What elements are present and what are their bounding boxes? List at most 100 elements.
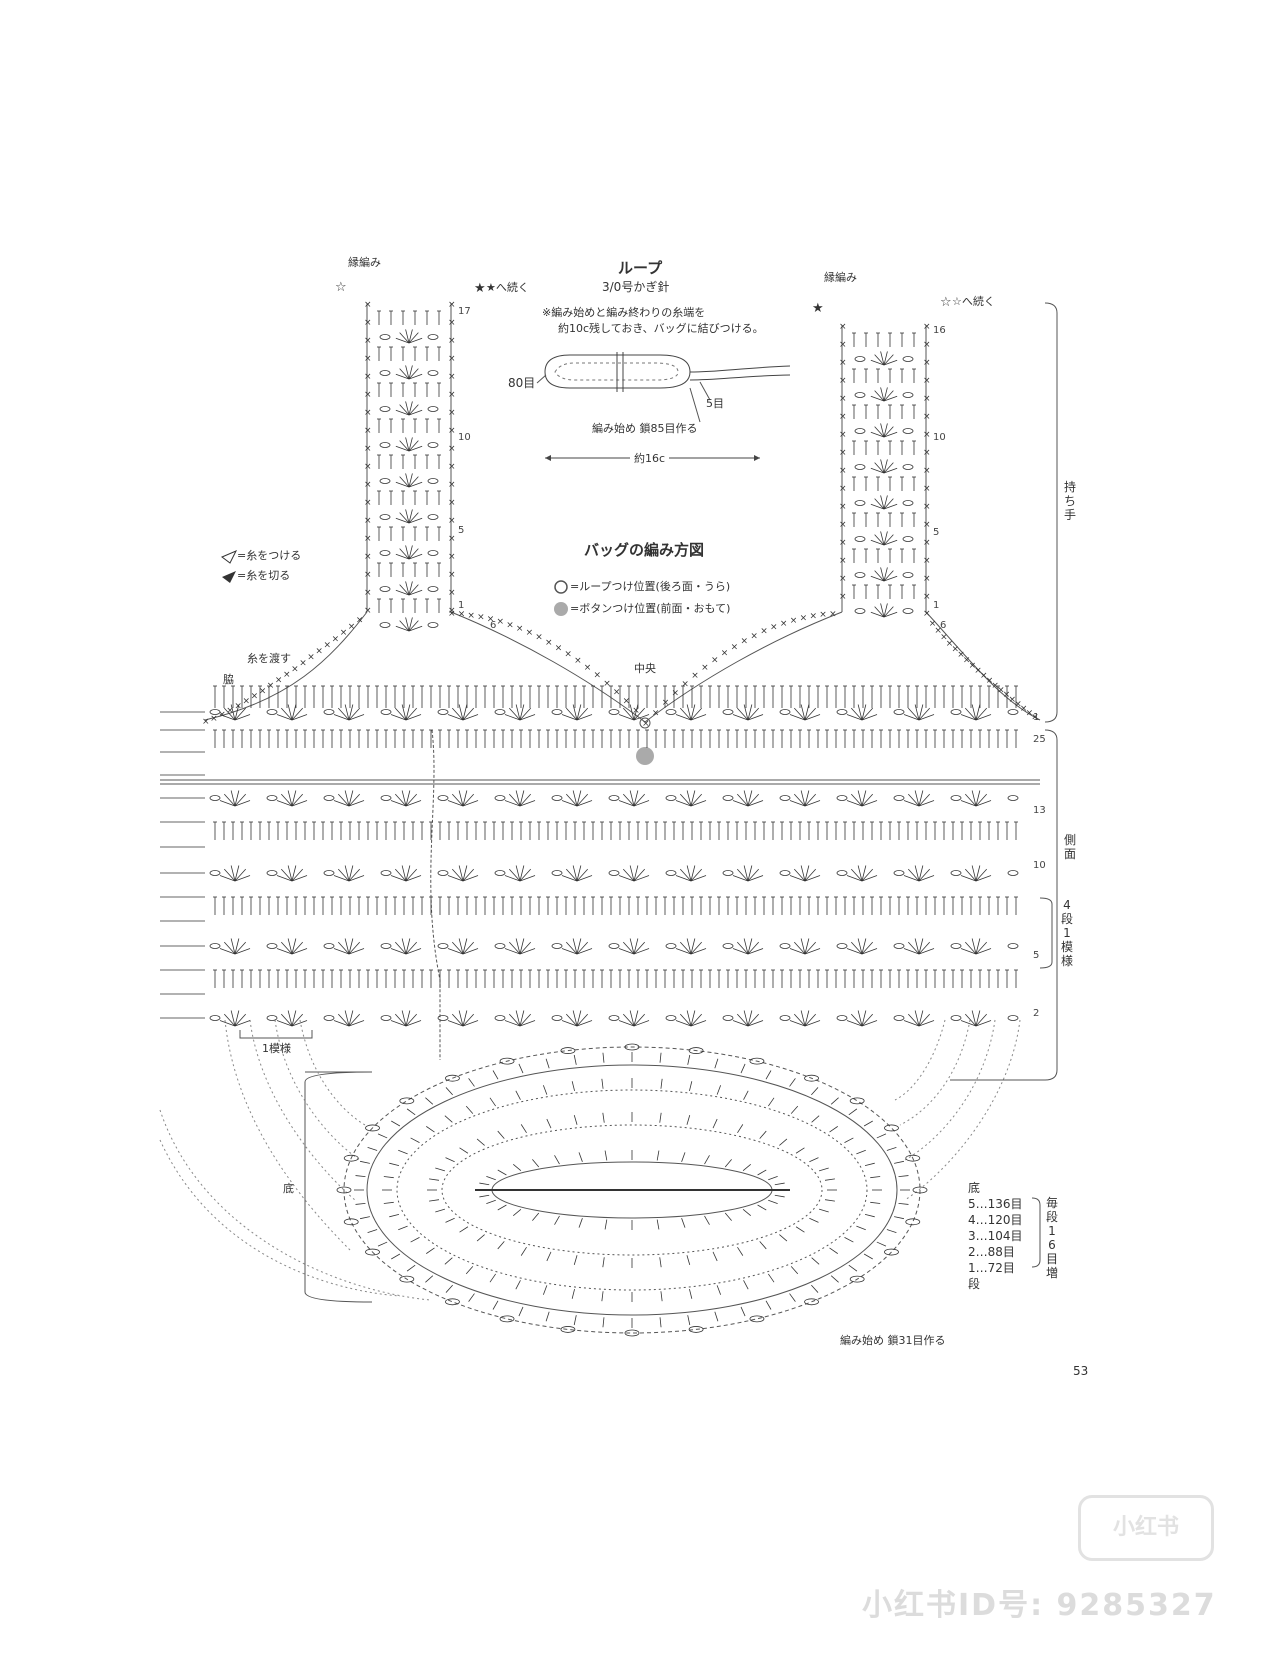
shell-stitch-symbol	[234, 875, 251, 882]
chain-stitch-symbol	[902, 392, 914, 398]
shell-stitch-symbol	[736, 1013, 749, 1027]
shell-stitch-symbol	[515, 865, 521, 882]
single-crochet-symbol: ×	[526, 628, 534, 638]
shell-stitch-symbol	[280, 941, 293, 955]
bottom-stitch-symbol	[573, 1255, 578, 1265]
shell-stitch-symbol	[850, 793, 863, 807]
shell-stitch-symbol	[633, 938, 639, 955]
bottom-stitch-symbol	[367, 1146, 378, 1151]
single-crochet-symbol: ×	[506, 620, 514, 630]
attach-yarn-icon	[221, 550, 238, 564]
shell-stitch-symbol	[230, 704, 236, 721]
shell-stitch-symbol	[348, 868, 361, 882]
bottom-stitch-symbol	[898, 1175, 909, 1178]
shell-stitch-symbol	[399, 584, 410, 596]
bottom-oval-5	[343, 1046, 921, 1334]
single-crochet-symbol: ×	[770, 622, 778, 632]
shell-stitch-symbol	[732, 948, 749, 955]
continue-black-star-label: ★へ続く	[486, 281, 529, 294]
shell-stitch-symbol	[918, 1010, 924, 1027]
bottom-label: 底	[283, 1182, 294, 1195]
shell-stitch-symbol	[679, 868, 692, 882]
shell-stitch-symbol	[914, 938, 920, 955]
shell-stitch-symbol	[230, 865, 236, 882]
chain-stitch-symbol	[902, 428, 914, 434]
shell-stitch-symbol	[633, 1013, 646, 1027]
shell-stitch-symbol	[408, 437, 413, 452]
single-crochet-symbol: ×	[923, 556, 931, 566]
bottom-stitch-symbol	[406, 1264, 416, 1272]
shell-stitch-symbol	[861, 790, 867, 807]
shell-stitch-symbol	[690, 790, 696, 807]
bottom-stitch-symbol	[459, 1147, 469, 1154]
bottom-stitch-symbol	[398, 1225, 408, 1231]
bottom-stitch-symbol	[743, 1090, 749, 1100]
chain-stitch-symbol	[551, 943, 563, 949]
shell-stitch-symbol	[405, 865, 411, 882]
pattern-bracket	[1039, 897, 1053, 969]
bottom-stitch-symbol	[768, 1097, 775, 1107]
bottom-stitch-symbol	[689, 1081, 693, 1092]
bottom-stitch-symbol	[863, 1253, 873, 1260]
shell-stitch-symbol	[804, 1013, 817, 1027]
shell-stitch-symbol	[907, 1013, 920, 1027]
single-crochet-symbol: ×	[923, 430, 931, 440]
shell-stitch-symbol	[747, 1010, 753, 1027]
chain-stitch-symbol	[836, 1015, 848, 1021]
shell-stitch-symbol	[219, 948, 236, 955]
bottom-stitch-symbol	[355, 1202, 366, 1205]
shell-stitch-symbol	[408, 368, 419, 380]
shell-stitch-symbol	[846, 875, 863, 882]
shell-stitch-symbol	[618, 1020, 635, 1027]
shell-stitch-symbol	[883, 387, 888, 402]
shell-stitch-symbol	[914, 865, 920, 882]
shell-stitch-symbol	[234, 790, 240, 807]
shell-stitch-symbol	[975, 790, 981, 807]
chain-stitch-symbol	[437, 1015, 449, 1021]
row-number: 1	[458, 600, 465, 611]
shell-stitch-symbol	[861, 793, 874, 807]
shell-stitch-symbol	[565, 707, 578, 721]
shell-stitch-symbol	[462, 800, 479, 807]
shell-stitch-symbol	[561, 875, 578, 882]
bottom-stitch-symbol	[809, 1217, 819, 1223]
shell-stitch-symbol	[975, 1020, 992, 1027]
chain-stitch-symbol	[665, 943, 677, 949]
shell-stitch-symbol	[690, 707, 703, 721]
single-crochet-symbol: ×	[839, 358, 847, 368]
shell-stitch-symbol	[234, 704, 240, 721]
shell-stitch-symbol	[576, 707, 589, 721]
bottom-stitch-symbol	[389, 1214, 400, 1218]
chain-stitch-symbol	[779, 795, 791, 801]
bottom-stitch-symbol	[737, 1124, 744, 1134]
bottom-stitch-symbol	[573, 1054, 577, 1065]
shell-stitch-symbol	[883, 354, 894, 366]
chain-stitch-symbol	[437, 709, 449, 715]
page-number: 53	[1073, 1364, 1089, 1378]
single-crochet-symbol: ×	[364, 480, 372, 490]
shell-stitch-symbol	[572, 865, 578, 882]
shell-stitch-symbol	[405, 800, 422, 807]
loop-width: 約16c	[630, 452, 670, 466]
shell-stitch-symbol	[903, 714, 920, 721]
single-crochet-symbol: ×	[997, 686, 1005, 696]
shell-stitch-symbol	[629, 865, 635, 882]
shell-stitch-symbol	[800, 1010, 806, 1027]
row-number: 13	[1033, 805, 1046, 816]
shell-stitch-symbol	[618, 714, 635, 721]
single-crochet-symbol: ×	[923, 394, 931, 404]
shell-stitch-symbol	[880, 387, 885, 402]
shell-stitch-symbol	[907, 941, 920, 955]
shell-stitch-symbol	[675, 714, 692, 721]
shell-stitch-symbol	[576, 938, 582, 955]
bottom-stitch-symbol	[445, 1217, 455, 1223]
shell-stitch-symbol	[633, 714, 650, 721]
shell-stitch-symbol	[395, 517, 410, 524]
chain-stitch-symbol	[427, 586, 439, 592]
bottom-stitch-symbol	[660, 1291, 663, 1302]
shell-stitch-symbol	[880, 495, 885, 510]
shell-stitch-symbol	[633, 865, 639, 882]
shell-stitch-symbol	[519, 948, 536, 955]
bottom-stitch-symbol	[870, 1176, 881, 1179]
